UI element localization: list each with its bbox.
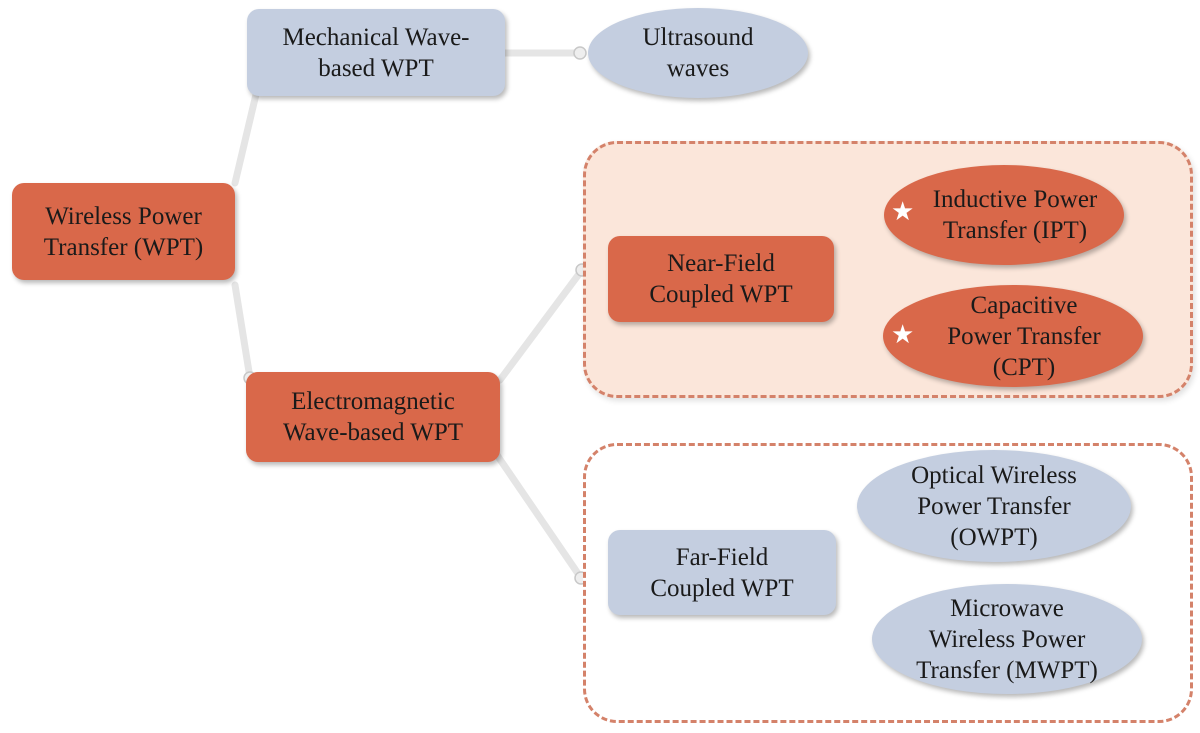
ultrasound-waves-node: Ultrasound waves: [588, 8, 808, 98]
node-label: Inductive Power Transfer (IPT): [932, 186, 1098, 244]
star-icon: ★: [891, 197, 915, 227]
mechanical-wave-wpt-node: Mechanical Wave- based WPT: [247, 9, 505, 96]
node-label: Wireless Power Transfer (WPT): [43, 202, 204, 261]
link-wpt-mechanical: [231, 82, 262, 187]
optical-wireless-power-transfer-node: Optical Wireless Power Transfer (OWPT): [857, 450, 1131, 562]
link-wpt-electromagnetic: [231, 281, 254, 382]
wireless-power-transfer-node: Wireless Power Transfer (WPT): [12, 183, 235, 280]
electromagnetic-wave-wpt-node: Electromagnetic Wave-based WPT: [246, 372, 500, 462]
far-field-coupled-wpt-node: Far-Field Coupled WPT: [608, 530, 836, 615]
node-label: Capacitive Power Transfer (CPT): [947, 291, 1101, 381]
node-label: Mechanical Wave- based WPT: [282, 23, 470, 82]
star-icon: ★: [891, 320, 915, 350]
link-electromagnetic-farfield: [493, 451, 585, 582]
node-label: Ultrasound waves: [642, 24, 754, 82]
microwave-wireless-power-transfer-node: Microwave Wireless Power Transfer (MWPT): [872, 584, 1142, 694]
node-label: Optical Wireless Power Transfer (OWPT): [911, 461, 1077, 551]
node-label: Electromagnetic Wave-based WPT: [282, 388, 464, 446]
node-label: Microwave Wireless Power Transfer (MWPT): [916, 594, 1098, 684]
inductive-power-transfer-node: Inductive Power Transfer (IPT): [884, 165, 1124, 265]
near-field-coupled-wpt-node: Near-Field Coupled WPT: [608, 236, 834, 322]
capacitive-power-transfer-node: Capacitive Power Transfer (CPT): [883, 285, 1143, 387]
connector-dot: [573, 46, 587, 60]
link-electromagnetic-nearfield: [496, 266, 586, 384]
node-label: Far-Field Coupled WPT: [650, 543, 794, 602]
node-label: Near-Field Coupled WPT: [649, 250, 793, 308]
